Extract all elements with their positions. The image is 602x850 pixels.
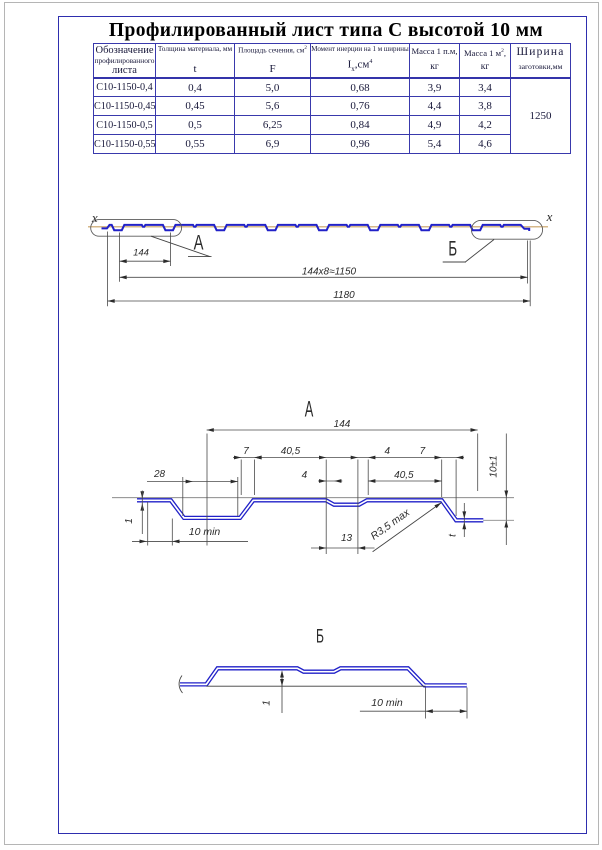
- svg-text:7: 7: [420, 446, 426, 457]
- svg-text:4: 4: [302, 470, 308, 481]
- svg-text:144: 144: [334, 419, 351, 430]
- svg-text:x: x: [91, 210, 98, 225]
- svg-text:R3,5 max: R3,5 max: [368, 506, 412, 542]
- svg-text:10±1: 10±1: [489, 455, 500, 477]
- svg-text:x: x: [546, 209, 553, 224]
- svg-text:А: А: [305, 396, 314, 422]
- svg-text:А: А: [194, 231, 204, 254]
- svg-text:7: 7: [243, 446, 249, 457]
- svg-text:Б: Б: [448, 236, 457, 260]
- svg-text:28: 28: [153, 469, 166, 480]
- svg-text:t: t: [448, 533, 459, 537]
- svg-text:4: 4: [385, 446, 391, 457]
- svg-text:Б: Б: [316, 626, 324, 648]
- svg-text:10 min: 10 min: [189, 526, 221, 538]
- svg-text:1180: 1180: [333, 290, 355, 301]
- svg-text:40,5: 40,5: [394, 470, 414, 481]
- svg-text:144: 144: [133, 248, 149, 259]
- svg-text:144х8≈1150: 144х8≈1150: [302, 267, 357, 278]
- svg-text:40,5: 40,5: [281, 446, 301, 457]
- svg-text:10 min: 10 min: [371, 697, 403, 709]
- svg-text:1: 1: [124, 518, 135, 524]
- svg-text:13: 13: [341, 533, 353, 544]
- svg-text:1: 1: [262, 700, 273, 706]
